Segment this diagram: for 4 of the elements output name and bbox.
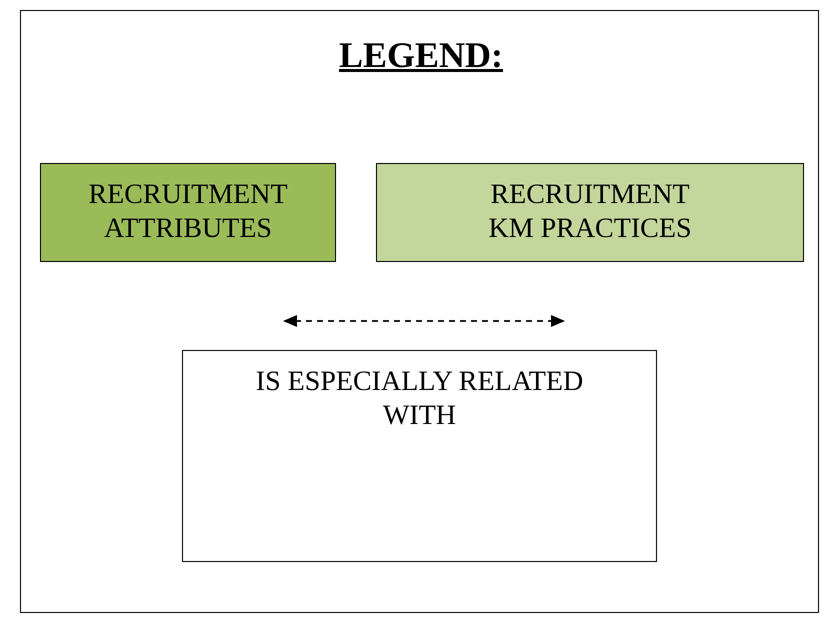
legend-text: RECRUITMENT KM PRACTICES: [487, 178, 693, 246]
legend-text: RECRUITMENT ATTRIBUTES: [87, 178, 289, 246]
legend-text: IS ESPECIALLY RELATED WITH: [254, 365, 584, 433]
legend-title: LEGEND:: [338, 34, 504, 77]
